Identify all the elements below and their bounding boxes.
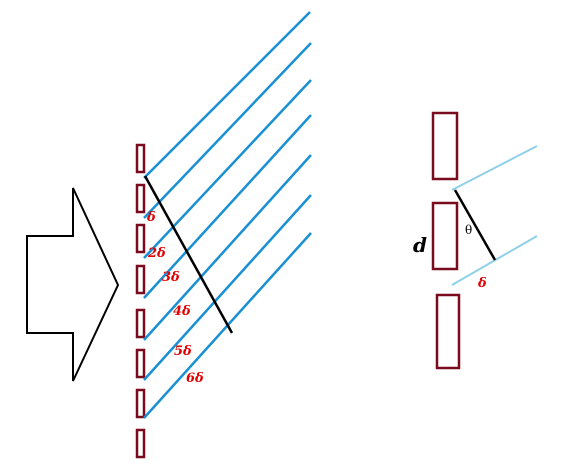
path-label-6: 6δ [186,371,204,386]
ray [143,154,312,341]
angle-label: θ [465,223,472,237]
path-label-3: 3δ [162,270,180,285]
path-label-5: 5δ [174,344,192,359]
slit-spacing-label: d [413,233,427,257]
incident-arrow [26,187,120,382]
detail-ray [451,145,538,191]
wavefront-line [143,175,234,334]
ray [143,194,312,381]
detail-rays [451,145,538,286]
slit [135,388,146,419]
detail-ray [451,235,538,286]
path-label-2: 2δ [147,246,166,261]
ray [143,114,312,299]
ray [143,11,311,179]
detail-path-difference-label: δ [477,276,487,291]
slit [135,308,146,339]
detail-perpendicular [453,189,497,261]
slit [135,223,146,254]
slit [135,264,146,295]
slit [135,428,146,459]
ray [143,79,312,259]
diffracted-rays [143,11,312,419]
path-label-4: 4δ [173,304,191,319]
detail-slit [431,201,459,271]
detail-slit [435,293,461,370]
slit [135,143,146,174]
detail-slits [431,111,461,370]
slit [135,348,146,379]
path-label-1: δ [146,210,156,225]
detail-slit [431,111,459,181]
grating-slits [135,143,146,459]
ray [143,42,312,219]
slit [135,183,146,214]
